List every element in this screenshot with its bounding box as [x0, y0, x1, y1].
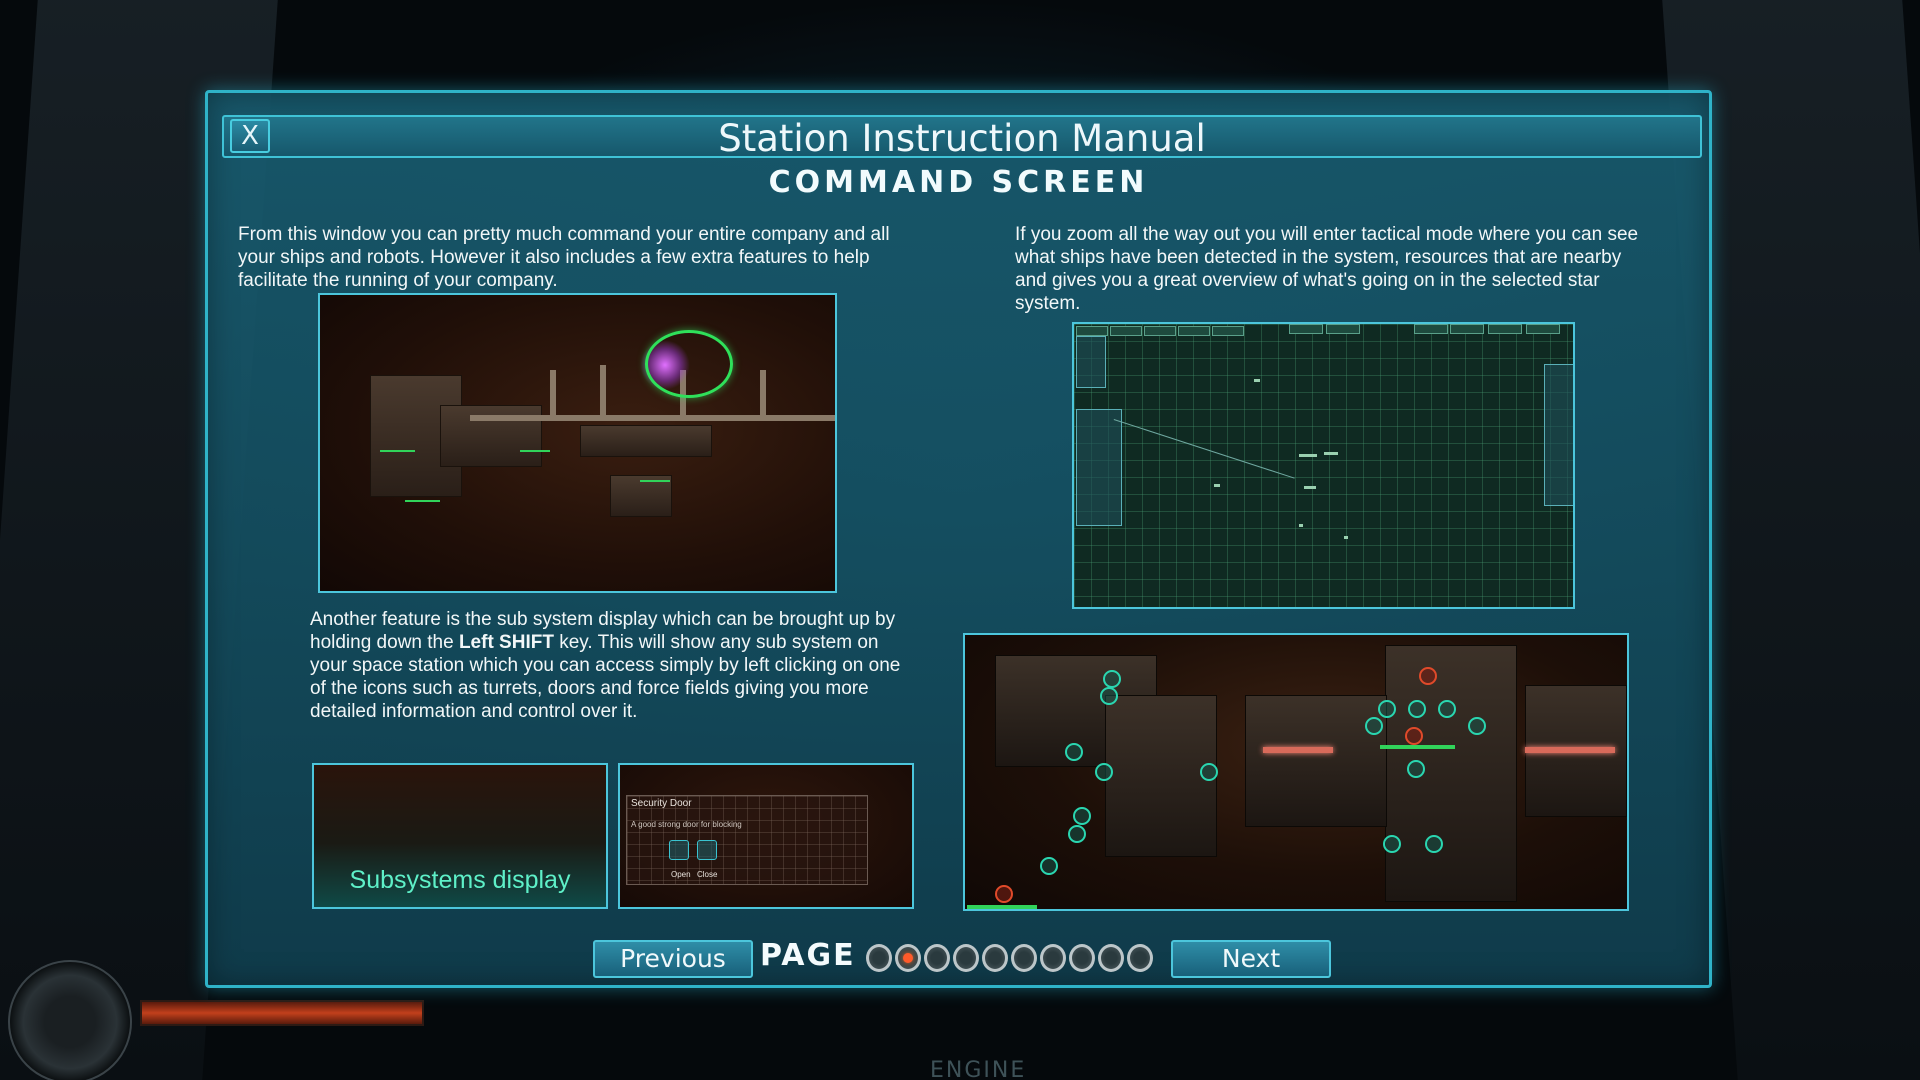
alert-subsystem-icon[interactable]	[995, 885, 1013, 903]
turret-subsystem-icon[interactable]	[1073, 807, 1091, 825]
turret-subsystem-icon[interactable]	[1100, 687, 1118, 705]
subsystems-display-thumbnail: Subsystems display	[312, 763, 608, 909]
page-dot-4[interactable]	[953, 944, 979, 972]
turret-subsystem-icon[interactable]	[1378, 700, 1396, 718]
door-subsystem-icon[interactable]	[1425, 835, 1443, 853]
tactical-map-screenshot	[1072, 322, 1575, 609]
tactical-tab	[1289, 324, 1323, 334]
subsystem-text-part-2: key. This will show any sub system on yo…	[310, 632, 901, 722]
subsystem-paragraph: Another feature is the sub system displa…	[310, 608, 920, 723]
station-hull	[610, 475, 672, 517]
station-beam	[470, 415, 835, 421]
turret-subsystem-icon[interactable]	[1438, 700, 1456, 718]
tactical-tab	[1178, 326, 1210, 336]
station-module	[1385, 645, 1517, 902]
title-bar: Station Instruction Manual X	[222, 115, 1702, 160]
tactical-tab	[1450, 324, 1484, 334]
security-door-title: Security Door	[631, 798, 692, 809]
subsystems-display-label: Subsystems display	[349, 866, 571, 894]
tactical-tab	[1212, 326, 1244, 336]
security-door-thumbnail: Security Door A good strong door for blo…	[618, 763, 914, 909]
hud-engine-label: ENGINE	[930, 1058, 1027, 1080]
hud-health-bar	[140, 1000, 424, 1026]
page-dot-3[interactable]	[924, 944, 950, 972]
security-door-description: A good strong door for blocking	[631, 820, 742, 829]
station-lights	[1263, 747, 1333, 753]
section-heading: COMMAND SCREEN	[768, 165, 1149, 200]
instruction-manual-window: Station Instruction Manual X COMMAND SCR…	[205, 90, 1712, 988]
tactical-tab	[1414, 324, 1448, 334]
station-hull	[580, 425, 712, 457]
station-lights	[1525, 747, 1615, 753]
station-module	[1245, 695, 1387, 827]
station-beam	[600, 365, 606, 415]
page-dot-9[interactable]	[1098, 944, 1124, 972]
tactical-side-panel	[1544, 364, 1573, 506]
turret-subsystem-icon[interactable]	[1065, 743, 1083, 761]
door-close-icon	[697, 840, 717, 860]
reactor-subsystem-icon[interactable]	[1405, 727, 1423, 745]
station-screenshot	[318, 293, 837, 593]
turret-subsystem-icon[interactable]	[1103, 670, 1121, 688]
door-subsystem-icon[interactable]	[1383, 835, 1401, 853]
turret-subsystem-icon[interactable]	[1468, 717, 1486, 735]
tactical-side-panel	[1076, 336, 1106, 388]
security-door-panel: Security Door A good strong door for blo…	[626, 795, 868, 885]
door-subsystem-icon[interactable]	[1095, 763, 1113, 781]
subsystem-text-part-1: Another feature is the sub system displa…	[310, 609, 896, 653]
page-dot-6[interactable]	[1011, 944, 1037, 972]
tactical-tab	[1326, 324, 1360, 334]
tactical-tab	[1144, 326, 1176, 336]
subsystem-overlay-screenshot	[963, 633, 1629, 911]
turret-subsystem-icon[interactable]	[1408, 700, 1426, 718]
unit-health-bar	[640, 480, 670, 482]
subsystem-health-bar	[967, 905, 1037, 909]
door-close-button: Close	[697, 870, 718, 879]
tactical-tab	[1526, 324, 1560, 334]
unit-health-bar	[405, 500, 440, 502]
tactical-marker	[1304, 486, 1316, 489]
page-dot-5[interactable]	[982, 944, 1008, 972]
door-open-icon	[669, 840, 689, 860]
selection-ring	[645, 330, 733, 398]
tactical-side-panel	[1076, 409, 1122, 526]
station-beam	[550, 370, 556, 415]
tactical-paragraph: If you zoom all the way out you will ent…	[1015, 224, 1639, 314]
tactical-tab	[1076, 326, 1108, 336]
turret-subsystem-icon[interactable]	[1365, 717, 1383, 735]
door-subsystem-icon[interactable]	[1200, 763, 1218, 781]
forcefield-subsystem-icon[interactable]	[1407, 760, 1425, 778]
tactical-marker	[1299, 524, 1303, 527]
subsystem-key-name: Left SHIFT	[458, 632, 554, 653]
tactical-tab	[1488, 324, 1522, 334]
close-button[interactable]: X	[230, 119, 270, 153]
door-open-button: Open	[671, 870, 691, 879]
tactical-marker	[1324, 452, 1338, 455]
station-module	[1105, 695, 1217, 857]
unit-health-bar	[380, 450, 415, 452]
tactical-marker	[1299, 454, 1317, 457]
tactical-route-line	[1113, 419, 1295, 479]
tactical-tab	[1110, 326, 1142, 336]
page-label: PAGE	[760, 938, 856, 973]
unit-health-bar	[520, 450, 550, 452]
next-page-button[interactable]: Next	[1171, 940, 1331, 978]
hud-gauge	[8, 960, 132, 1080]
page-dot-2[interactable]	[895, 944, 921, 972]
window-title: Station Instruction Manual	[718, 117, 1206, 160]
tactical-marker	[1214, 484, 1220, 487]
page-dot-8[interactable]	[1069, 944, 1095, 972]
page-dot-1[interactable]	[866, 944, 892, 972]
tactical-marker	[1254, 379, 1260, 382]
previous-page-button[interactable]: Previous	[593, 940, 753, 978]
page-dot-7[interactable]	[1040, 944, 1066, 972]
tactical-marker	[1344, 536, 1348, 539]
turret-subsystem-icon[interactable]	[1068, 825, 1086, 843]
subsystem-health-bar	[1380, 745, 1455, 749]
intro-paragraph: From this window you can pretty much com…	[238, 224, 890, 291]
page-dot-10[interactable]	[1127, 944, 1153, 972]
engine-subsystem-icon[interactable]	[1419, 667, 1437, 685]
station-beam	[760, 370, 766, 415]
turret-subsystem-icon[interactable]	[1040, 857, 1058, 875]
